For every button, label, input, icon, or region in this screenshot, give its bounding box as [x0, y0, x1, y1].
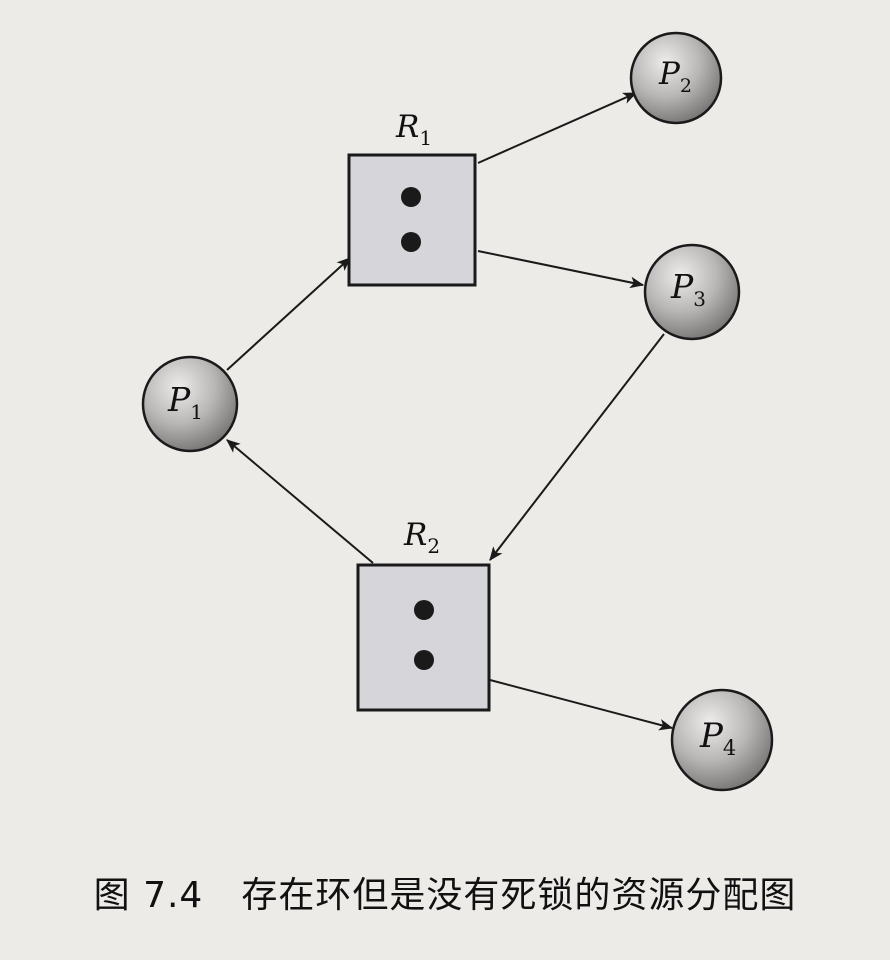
process-p4-label: P4	[699, 716, 736, 760]
process-p3-circle	[643, 243, 741, 341]
edge-r2-to-p1	[226, 439, 374, 564]
process-p2-label: P2	[658, 56, 692, 97]
edge-r1-to-p2	[477, 92, 638, 164]
edge-p1-to-r1	[226, 257, 351, 371]
process-p1: P1	[141, 355, 239, 453]
resource-r2-box	[356, 563, 491, 712]
resource-r1-instance-dot	[401, 232, 421, 252]
edges-group	[226, 92, 674, 731]
process-p3-label: P3	[670, 267, 706, 311]
resource-r2-instance-dot	[414, 600, 434, 620]
resource-r1-label: R1	[395, 109, 432, 150]
figure-number: 图 7.4	[93, 875, 204, 916]
edge-r2-to-p4	[489, 679, 674, 731]
figure-title: 存在环但是没有死锁的资源分配图	[241, 875, 797, 916]
resource-r2-instance-dot	[414, 650, 434, 670]
process-p3: P3	[643, 243, 741, 341]
process-p4: P4	[670, 688, 774, 792]
edge-p3-to-r2	[489, 333, 665, 561]
process-p1-label: P1	[167, 380, 203, 424]
resource-r1-box	[347, 153, 477, 287]
figure-caption: 图 7.4 存在环但是没有死锁的资源分配图	[0, 866, 890, 918]
resource-r1-instance-dot	[401, 187, 421, 207]
edge-r1-to-p3	[477, 250, 645, 289]
process-p2-circle	[629, 31, 723, 125]
resource-r1: R1	[347, 109, 477, 287]
process-p2: P2	[629, 31, 723, 125]
process-p4-circle	[670, 688, 774, 792]
process-p1-circle	[141, 355, 239, 453]
resource-r2-label: R2	[403, 517, 440, 558]
resource-r2: R2	[356, 517, 491, 712]
